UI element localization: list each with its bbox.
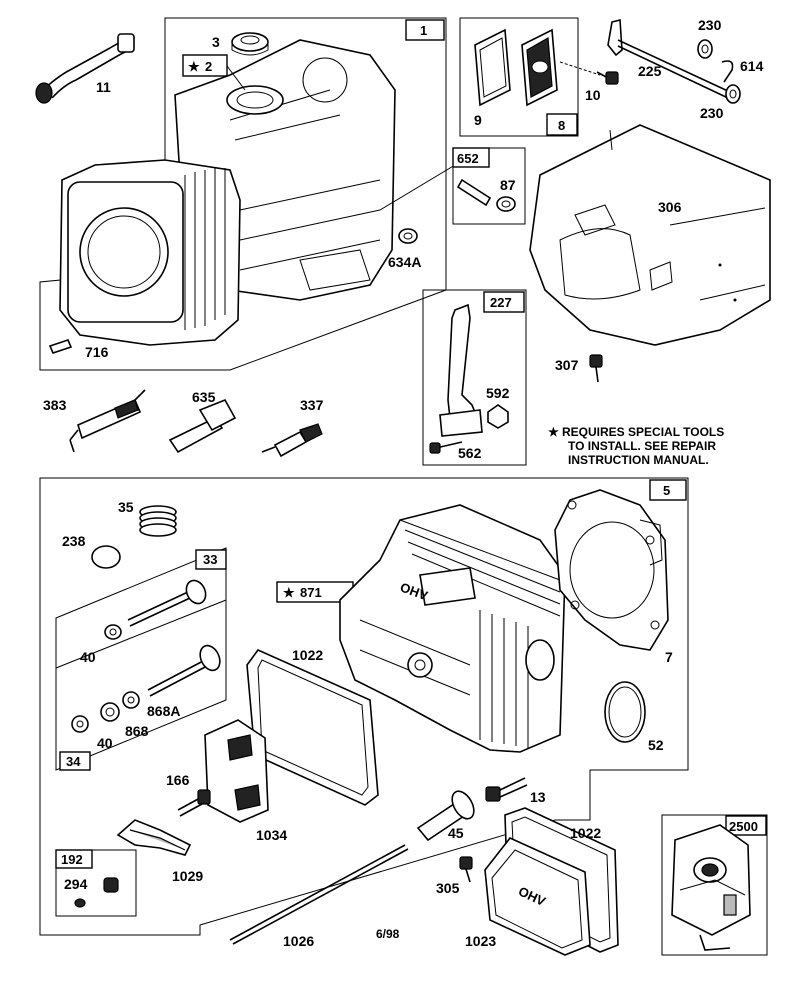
part-number-238: 238 bbox=[62, 533, 86, 549]
part-number-383: 383 bbox=[43, 397, 67, 413]
part-number-34: 34 bbox=[66, 754, 81, 769]
part-number-562: 562 bbox=[458, 445, 482, 461]
part-number-5: 5 bbox=[663, 483, 670, 498]
part-number-52: 52 bbox=[648, 737, 664, 753]
breather-panel: 8 9 bbox=[459, 17, 601, 137]
part-number-87: 87 bbox=[500, 177, 516, 193]
part-number-230-bottom: 230 bbox=[700, 105, 724, 121]
part-number-294: 294 bbox=[64, 876, 88, 892]
valve-spring bbox=[139, 505, 177, 537]
intake-valve bbox=[104, 579, 207, 640]
part-number-716: 716 bbox=[85, 344, 109, 360]
pin-kit-panel: 652 87 bbox=[452, 147, 526, 225]
part-number-635: 635 bbox=[192, 389, 216, 405]
blower-housing bbox=[529, 124, 771, 346]
part-number-2: 2 bbox=[205, 59, 212, 74]
part-number-3: 3 bbox=[212, 34, 220, 50]
part-number-230-top: 230 bbox=[698, 17, 722, 33]
part-number-166: 166 bbox=[166, 772, 190, 788]
carburetor-panel: 2500 bbox=[661, 814, 768, 956]
note-line-3: INSTRUCTION MANUAL. bbox=[568, 453, 709, 467]
part-number-1: 1 bbox=[420, 23, 427, 38]
part-number-1026: 1026 bbox=[283, 933, 314, 949]
tool-parts: 383 635 337 bbox=[43, 389, 324, 458]
governor-shaft bbox=[607, 18, 741, 104]
part-number-1034: 1034 bbox=[256, 827, 287, 843]
part-number-2500: 2500 bbox=[729, 819, 758, 834]
part-number-305: 305 bbox=[436, 880, 460, 896]
note-line-1: REQUIRES SPECIAL TOOLS bbox=[562, 425, 724, 439]
part-number-337: 337 bbox=[300, 397, 324, 413]
note-star: ★ bbox=[548, 425, 559, 439]
part-number-10: 10 bbox=[585, 87, 601, 103]
part-number-868A: 868A bbox=[147, 703, 180, 719]
star-symbol-871: ★ bbox=[283, 585, 295, 600]
part-number-1023: 1023 bbox=[465, 933, 496, 949]
breather-plate bbox=[204, 719, 269, 823]
part-number-9: 9 bbox=[474, 112, 482, 128]
oil-seal bbox=[231, 32, 269, 56]
part-number-40-top: 40 bbox=[80, 649, 96, 665]
part-number-306: 306 bbox=[658, 199, 682, 215]
screw-305 bbox=[459, 856, 473, 883]
star-symbol-2: ★ bbox=[188, 59, 200, 74]
part-number-45: 45 bbox=[448, 825, 464, 841]
part-number-40-bottom: 40 bbox=[97, 735, 113, 751]
head-gasket bbox=[554, 489, 669, 651]
part-number-33: 33 bbox=[203, 552, 217, 567]
part-number-592: 592 bbox=[486, 385, 510, 401]
part-number-227: 227 bbox=[490, 295, 512, 310]
cylinder-head-panel: 5 35 238 33 34 40 bbox=[39, 477, 689, 949]
screw-10 bbox=[596, 71, 619, 85]
part-number-7: 7 bbox=[665, 649, 673, 665]
valve-cover: OHV bbox=[484, 837, 591, 956]
part-number-614: 614 bbox=[740, 58, 764, 74]
part-number-8: 8 bbox=[558, 118, 565, 133]
screw-307 bbox=[589, 354, 603, 383]
special-tools-note: ★ REQUIRES SPECIAL TOOLS TO INSTALL. SEE… bbox=[548, 425, 724, 467]
part-number-225: 225 bbox=[638, 63, 662, 79]
part-number-192: 192 bbox=[61, 852, 83, 867]
part-number-634A: 634A bbox=[388, 254, 421, 270]
part-number-1029: 1029 bbox=[172, 868, 203, 884]
exhaust-valve bbox=[71, 644, 221, 733]
part-number-871: 871 bbox=[300, 585, 322, 600]
lever-panel: 227 592 562 bbox=[422, 289, 527, 466]
part-number-652: 652 bbox=[457, 151, 479, 166]
bolt-13 bbox=[485, 777, 528, 802]
part-number-35: 35 bbox=[118, 499, 134, 515]
revision-date: 6/98 bbox=[376, 927, 400, 941]
part-number-868: 868 bbox=[125, 723, 149, 739]
cylinder-block-panel: 1 3 ★ 2 bbox=[39, 17, 456, 371]
part-number-11: 11 bbox=[96, 79, 111, 95]
part-number-13: 13 bbox=[530, 789, 546, 805]
tube-45 bbox=[416, 790, 475, 842]
cylinder-head: OHV bbox=[339, 504, 566, 753]
part-number-307: 307 bbox=[555, 357, 579, 373]
breather-tube bbox=[35, 33, 135, 104]
stud-166 bbox=[177, 789, 211, 817]
part-number-1022-right: 1022 bbox=[570, 825, 601, 841]
note-line-2: TO INSTALL. SEE REPAIR bbox=[568, 439, 716, 453]
part-number-1022-mid: 1022 bbox=[292, 647, 323, 663]
cylinder-block bbox=[59, 39, 396, 346]
